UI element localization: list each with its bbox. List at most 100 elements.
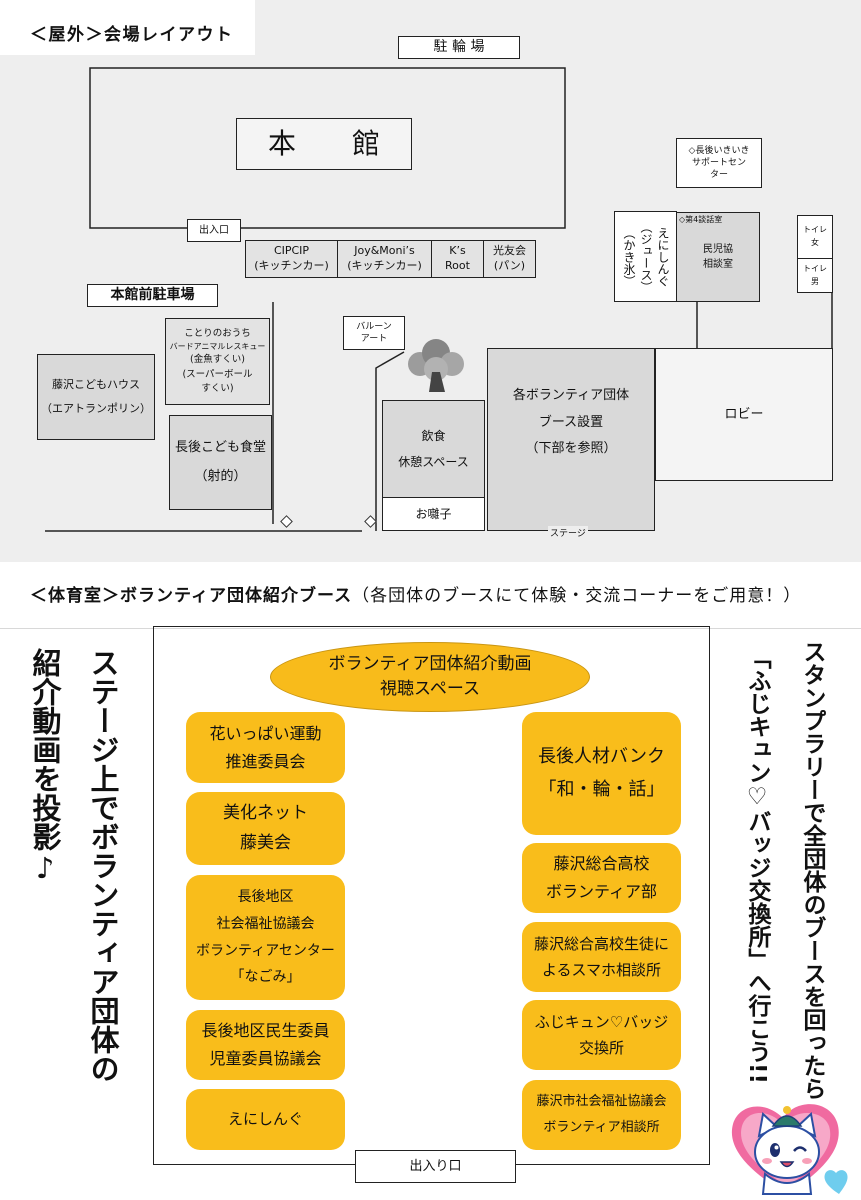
booth-line: 児童委員協議会: [209, 1049, 322, 1068]
minjikyo-line: 民児協: [703, 244, 733, 255]
booth-shakyo-volunteer-desk: 藤沢市社会福祉協議会 ボランティア相談所: [522, 1080, 681, 1150]
toilet-line: 男: [811, 276, 819, 286]
booth-line: アート: [360, 334, 388, 344]
booth-line: 長後地区民生委員: [201, 1021, 330, 1040]
stall-cipcip: CIPCIP (キッチンカー): [245, 240, 338, 278]
booth-line: 美化ネット: [223, 802, 308, 823]
gym-entrance: 出入り口: [355, 1150, 516, 1183]
booth-line: 藤美会: [240, 832, 291, 853]
booth-line: すくい): [201, 382, 234, 394]
meeting-room-label: ◇第4談話室: [679, 215, 723, 224]
stall-name: Joy&Moni’s: [354, 244, 415, 258]
support-center-line: ◇長後いきいき: [688, 145, 750, 156]
booth-line: バードアニマルレスキュー: [169, 342, 266, 352]
main-building-outline: [89, 67, 566, 229]
stall-type: Root: [445, 259, 470, 272]
booth-line: ボランティア相談所: [543, 1120, 660, 1135]
food-rest-space: 飲食 休憩スペース: [382, 400, 485, 498]
stall-type: (パン): [493, 259, 526, 272]
outdoor-title-background: [0, 0, 255, 55]
enishing-line: えにしんぐ: [656, 226, 670, 287]
left-message-line-1: ステージ上でボランティア団体の: [86, 648, 120, 1083]
gym-heading: ＜体育室＞ボランティア団体紹介ブース（各団体のブースにて体験・交流コーナーをご用…: [30, 581, 801, 606]
area-line: 各ボランティア団体: [512, 388, 630, 403]
toilet-line: 女: [811, 238, 819, 247]
booth-sogo-volunteer-club: 藤沢総合高校 ボランティア部: [522, 843, 681, 913]
booth-nagomi: 長後地区 社会福祉協議会 ボランティアセンター 「なごみ」: [186, 875, 345, 1000]
booth-line: えにしんぐ: [227, 1110, 303, 1129]
support-center-line: ター: [709, 170, 728, 181]
booth-line: バルーン: [356, 321, 392, 332]
booth-line: ボランティア部: [545, 882, 658, 901]
stage-label: ステージ: [548, 526, 588, 539]
toilet-line: トイレ: [803, 225, 827, 235]
booth-line: 花いっぱい運動: [209, 723, 322, 743]
ohayashi-area: お囃子: [382, 497, 485, 531]
video-space-line: 視聴スペース: [380, 679, 480, 699]
parking-label: 本館前駐車場: [110, 287, 195, 304]
right-message-line-1: スタンプラリーで全団体のブースを回ったら: [799, 640, 825, 1100]
booth-smartphone-help: 藤沢総合高校生徒に よるスマホ相談所: [522, 922, 681, 992]
left-message-line-2: 紹介動画を投影♪: [28, 648, 62, 885]
support-center-line: サポートセン: [691, 157, 746, 168]
booth-line: 長後こども食堂: [174, 439, 266, 455]
video-space-line: ボランティア団体紹介動画: [328, 653, 532, 674]
booth-line: 藤沢市社会福祉協議会: [536, 1094, 667, 1109]
booth-balloon-art: バルーン アート: [343, 316, 405, 350]
stall-name: 光友会: [493, 244, 526, 258]
booth-line: 「和・輪・話」: [538, 778, 665, 800]
food-area-outline: [375, 351, 405, 531]
booth-enishing-outdoor: えにしんぐ （ジュース） （かき氷）: [614, 211, 677, 302]
ohayashi-label: お囃子: [415, 506, 452, 521]
enishing-line: （かき氷）: [622, 226, 636, 287]
gym-heading-note: （各団体のブースにて体験・交流コーナーをご用意！）: [352, 586, 802, 606]
booth-line: 長後地区: [237, 889, 294, 906]
toilet-women: トイレ 女: [797, 215, 833, 259]
booth-bika-net: 美化ネット 藤美会: [186, 792, 345, 865]
booth-line: ふじキュン♡バッジ: [534, 1012, 669, 1031]
toilet-men: トイレ 男: [797, 258, 833, 293]
area-line: 休憩スペース: [398, 455, 469, 469]
section-divider: [0, 628, 861, 629]
booth-line: 藤沢総合高校生徒に: [533, 934, 669, 953]
booth-hana-ippai: 花いっぱい運動 推進委員会: [186, 712, 345, 783]
booth-jinzai-bank: 長後人材バンク 「和・輪・話」: [522, 712, 681, 835]
toilet-line: トイレ: [803, 263, 827, 273]
lobby: ロビー: [655, 348, 833, 481]
stall-koyukai: 光友会 (パン): [483, 240, 536, 278]
fujikyun-mascot-icon: [731, 1104, 848, 1195]
booth-kodomo-shokudo: 長後こども食堂 （射的）: [169, 415, 272, 510]
main-building: 本 館: [236, 118, 412, 170]
stall-name: K’s: [449, 244, 466, 258]
booth-line: よるスマホ相談所: [541, 961, 662, 979]
entrance-label: 出入口: [199, 224, 229, 236]
lobby-label: ロビー: [724, 406, 764, 422]
booth-enishing: えにしんぐ: [186, 1089, 345, 1150]
booth-line: 推進委員会: [225, 751, 306, 771]
bicycle-parking: 駐 輪 場: [398, 36, 520, 59]
booth-line: （射的）: [194, 468, 247, 484]
booth-line: 交換所: [578, 1039, 624, 1057]
booth-line: （エアトランポリン）: [41, 402, 151, 415]
stall-type: (キッチンカー): [347, 259, 422, 272]
enishing-vertical-text: えにしんぐ （ジュース） （かき氷）: [620, 221, 671, 293]
gym-entrance-label: 出入り口: [409, 1158, 462, 1174]
booth-badge-exchange: ふじキュン♡バッジ 交換所: [522, 1000, 681, 1070]
booth-line: 藤沢総合高校: [553, 854, 650, 873]
booth-line: ことりのおうち: [184, 328, 251, 339]
parking-area-label: 本館前駐車場: [87, 284, 218, 307]
bicycle-parking-label: 駐 輪 場: [433, 39, 485, 56]
main-building-label: 本 館: [267, 127, 380, 161]
area-line: ブース設置: [538, 414, 604, 430]
booth-line: 「なごみ」: [230, 969, 301, 986]
booth-line: 社会福祉協議会: [216, 915, 315, 932]
booth-line: ボランティアセンター: [196, 942, 335, 959]
support-center: ◇長後いきいき サポートセン ター: [676, 138, 762, 188]
booth-line: (スーパーボール: [182, 368, 253, 380]
stall-ks-root: K’s Root: [431, 240, 484, 278]
enishing-line: （ジュース）: [639, 220, 653, 293]
stall-type: (キッチンカー): [254, 259, 329, 272]
volunteer-booth-area: 各ボランティア団体 ブース設置 （下部を参照）: [487, 348, 655, 531]
area-line: 飲食: [421, 428, 446, 443]
booth-kodomo-house: 藤沢こどもハウス （エアトランポリン）: [37, 354, 155, 440]
